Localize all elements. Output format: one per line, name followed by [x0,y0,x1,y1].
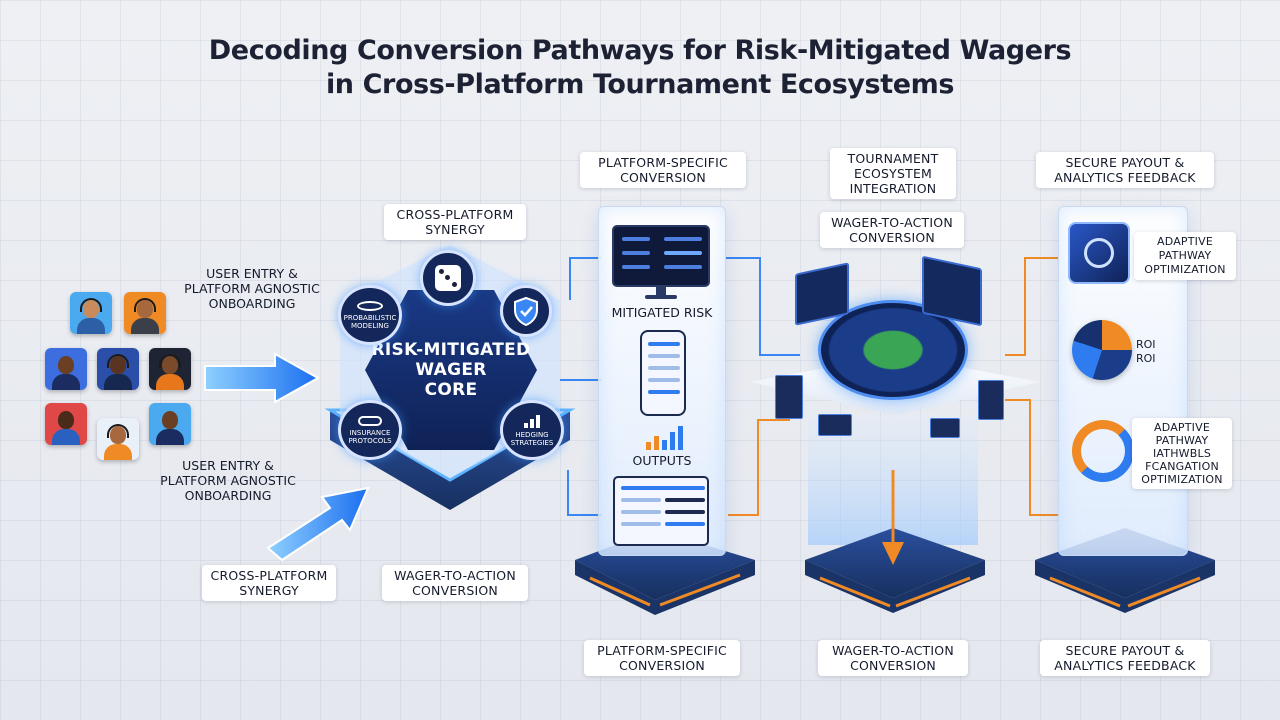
adaptive-pathway-label-2: ADAPTIVE PATHWAY IATHWBLS FCANGATION OPT… [1132,418,1232,489]
user-avatar [45,403,87,445]
core-to-platform-connectors [560,257,602,516]
title-line-2: in Cross-Platform Tournament Ecosystems [325,69,955,100]
probabilistic-modeling-node: PROBABILISTIC MODELING [338,285,402,345]
secure-payout-label-top: SECURE PAYOUT & ANALYTICS FEEDBACK [1036,152,1214,188]
probabilistic-modeling-label: PROBABILISTIC MODELING [343,313,397,330]
smartphone-icon [640,330,686,416]
user-avatar [70,292,112,334]
risk-core-title: RISK-MITIGATED WAGER CORE [371,340,531,400]
user-avatar [149,403,191,445]
shield-check-icon [500,285,552,337]
outputs-bar-chart-icon [646,424,683,450]
user-avatar [97,348,139,390]
user-avatar [45,348,87,390]
insurance-protocols-node: INSURANCE PROTOCOLS [338,400,402,460]
server-rack-left-icon [775,375,803,419]
hedging-strategies-node: HEDGING STRATEGIES [500,400,564,460]
dice-icon [420,250,476,306]
bar-chart-icon [524,414,540,428]
cross-platform-synergy-label-top: CROSS-PLATFORM SYNERGY [384,204,526,240]
user-avatar [124,292,166,334]
adaptive-pathway-label-1: ADAPTIVE PATHWAY OPTIMIZATION [1134,232,1236,280]
wager-to-action-label-tournament-bottom: WAGER-TO-ACTION CONVERSION [818,640,968,676]
server-rack-right-icon [978,380,1004,420]
outputs-label: OUTPUTS [632,453,692,468]
platform-specific-label-bottom: PLATFORM-SPECIFIC CONVERSION [584,640,740,676]
user-avatar [149,348,191,390]
network-device-icon [930,418,960,438]
security-chip-icon [1068,222,1130,284]
user-avatar [97,418,139,460]
tournament-tower-base [805,415,985,613]
title-line-1: Decoding Conversion Pathways for Risk-Mi… [208,35,1072,66]
platform-specific-label-top: PLATFORM-SPECIFIC CONVERSION [580,152,746,188]
diagram-title: Decoding Conversion Pathways for Risk-Mi… [0,34,1280,102]
cross-platform-synergy-label-bottom: CROSS-PLATFORM SYNERGY [202,565,336,601]
tablet-icon [613,476,709,546]
roi-pie-chart-icon [1072,320,1132,380]
user-entry-label-bottom: USER ENTRY & PLATFORM AGNOSTIC ONBOARDIN… [160,458,296,503]
wager-to-action-label-core: WAGER-TO-ACTION CONVERSION [382,565,528,601]
platform-to-tournament-connectors [726,257,800,356]
network-device-icon [818,414,852,436]
tournament-ecosystem-label: TOURNAMENT ECOSYSTEM INTEGRATION [830,148,956,199]
stadium-icon [818,300,968,400]
down-arrow [882,470,904,565]
entry-arrow-top [204,352,321,404]
wager-to-action-label-tournament-top: WAGER-TO-ACTION CONVERSION [820,212,964,248]
roi-label: ROI ROI [1136,338,1156,365]
infinity-icon [357,300,383,311]
mitigated-risk-label: MITIGATED RISK [611,305,713,320]
user-entry-label-top: USER ENTRY & PLATFORM AGNOSTIC ONBOARDIN… [184,266,320,311]
insurance-protocols-label: INSURANCE PROTOCOLS [348,428,392,445]
refresh-cycle-icon [1072,420,1134,482]
hedging-strategies-label: HEDGING STRATEGIES [510,430,554,447]
secure-payout-label-bottom: SECURE PAYOUT & ANALYTICS FEEDBACK [1040,640,1210,676]
link-icon [358,415,382,426]
